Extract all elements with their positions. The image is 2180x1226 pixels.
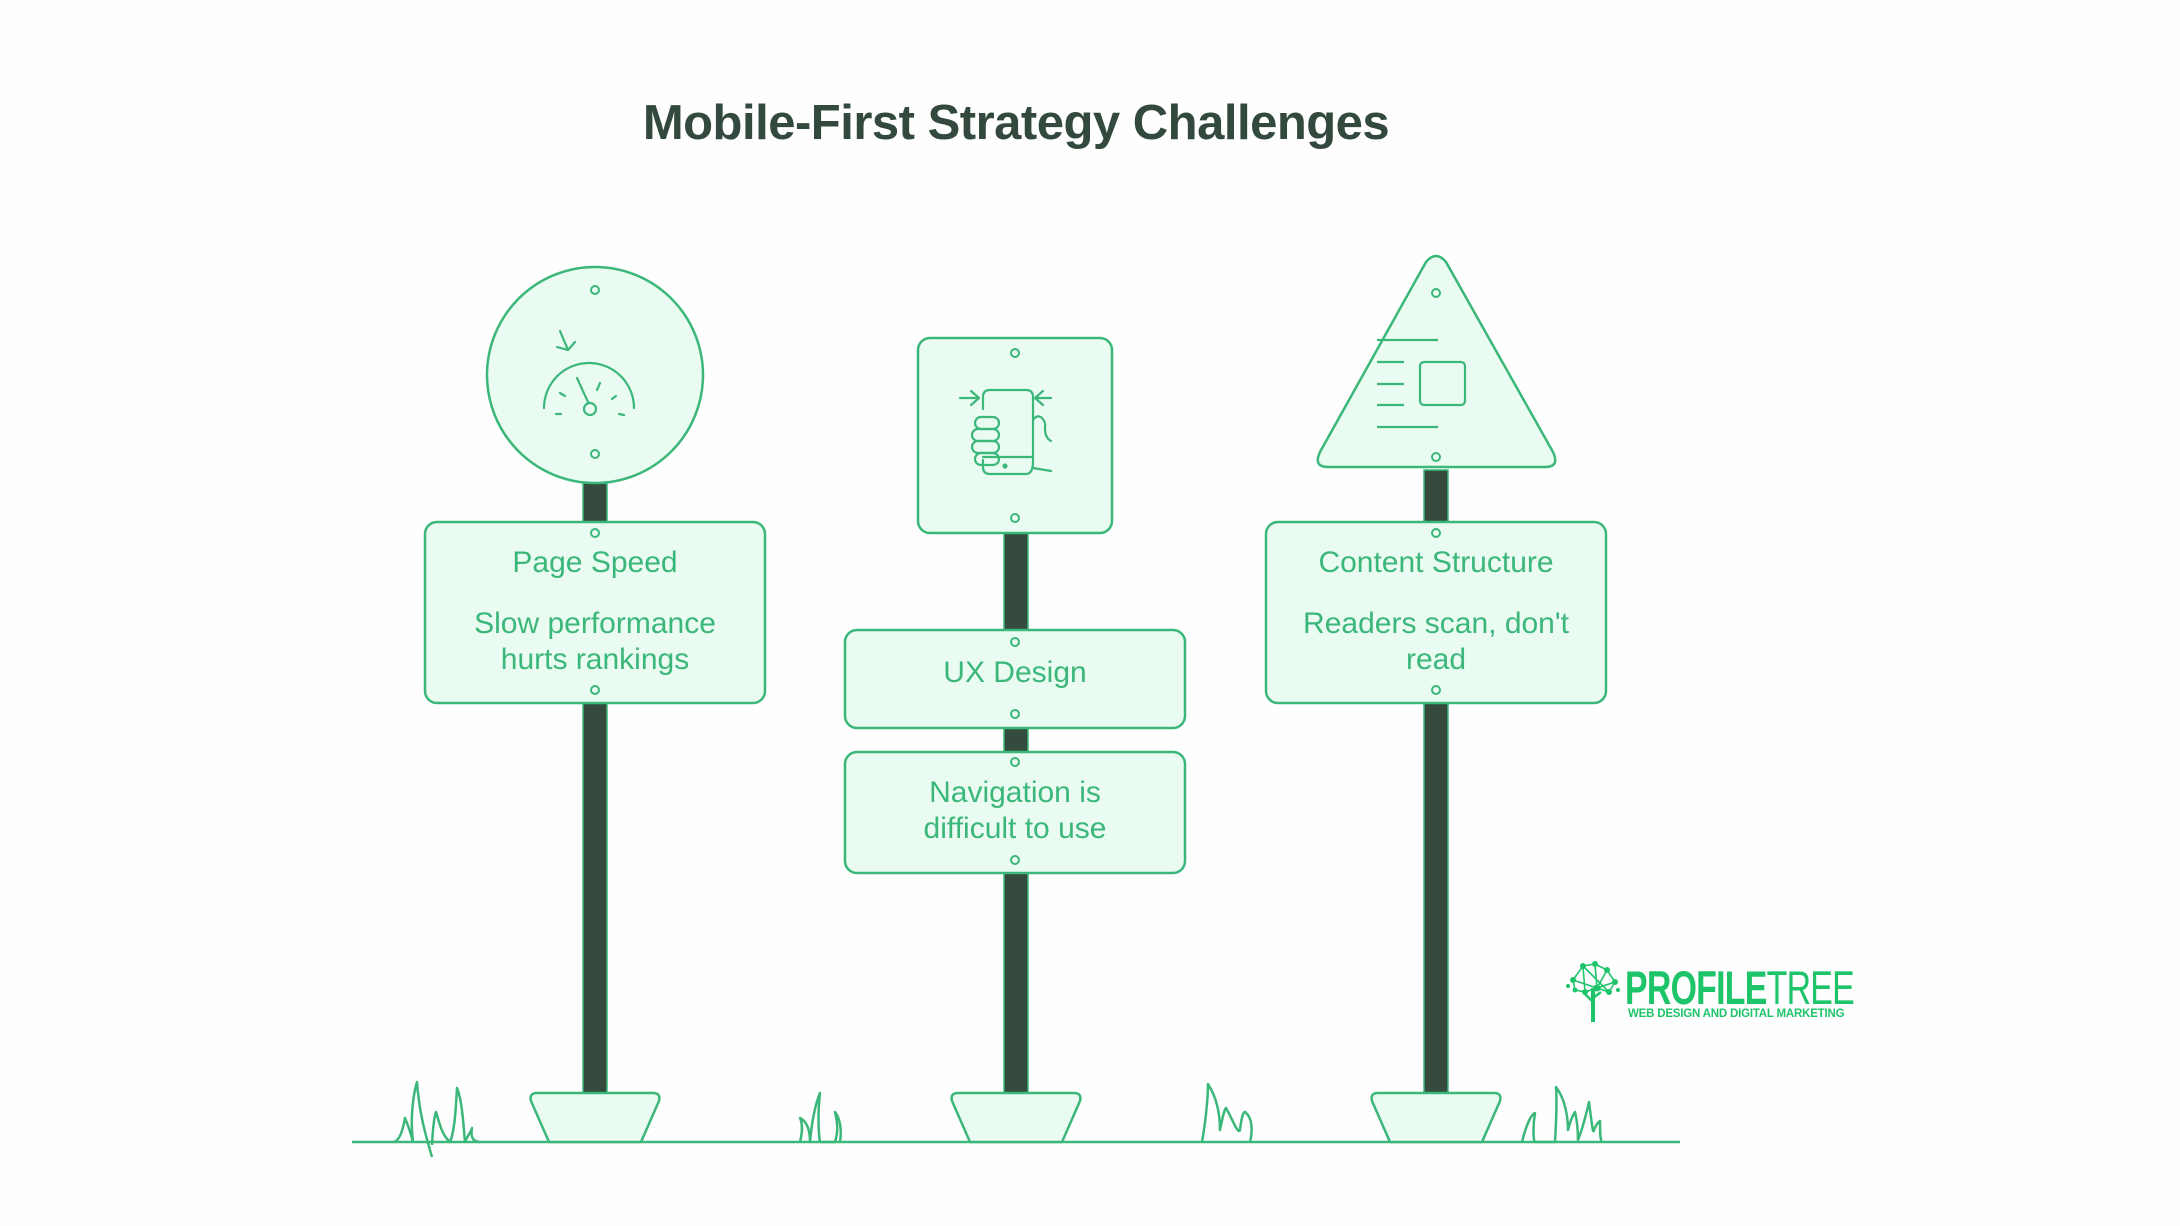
sign-bolt <box>590 449 600 459</box>
logo-word-bold: PROFILE <box>1625 961 1767 1014</box>
signpost-ux-design <box>843 336 1187 1144</box>
logo-tagline: WEB DESIGN AND DIGITAL MARKETING <box>1628 1008 1845 1020</box>
info-panel <box>843 750 1187 875</box>
page-title: Mobile-First Strategy Challenges <box>642 96 1390 150</box>
panel-page-speed-line2: hurts rankings <box>500 643 690 676</box>
document-layout-icon <box>1377 338 1467 429</box>
sign-bolt <box>1431 685 1441 695</box>
circle-sign <box>485 265 705 485</box>
sign-bolt <box>1010 709 1020 719</box>
sign-bolt <box>1010 637 1020 647</box>
profiletree-logo: PROFILETREE WEB DESIGN AND DIGITAL MARKE… <box>1565 960 1855 1030</box>
pole-base <box>1370 1091 1502 1144</box>
panel-content-structure-heading: Content Structure <box>1318 546 1554 579</box>
panel-navigation-line2: difficult to use <box>923 812 1107 845</box>
info-panel <box>423 520 767 705</box>
grass-tuft-2 <box>798 1091 843 1144</box>
sign-bolt <box>1431 288 1441 298</box>
sign-bolt <box>590 285 600 295</box>
sign-bolt <box>1431 528 1441 538</box>
sign-bolt <box>1010 348 1020 358</box>
panel-content-structure-line1: Readers scan, don't <box>1303 607 1569 640</box>
sign-bolt <box>590 528 600 538</box>
pole-base <box>529 1091 661 1144</box>
tree-network-icon <box>1566 961 1620 1022</box>
speedometer-icon <box>542 329 636 417</box>
panel-content-structure-line2: read <box>1405 643 1467 676</box>
sign-bolt <box>1010 757 1020 767</box>
signpost-content-structure <box>1264 254 1608 1144</box>
sign-bolt <box>1431 452 1441 462</box>
info-panel <box>1264 520 1608 705</box>
panel-navigation-line1: Navigation is <box>929 776 1101 809</box>
pole-base <box>950 1091 1082 1144</box>
hand-holding-phone-icon <box>958 388 1053 476</box>
panel-page-speed-line1: Slow performance <box>474 607 716 640</box>
sign-bolt <box>590 685 600 695</box>
info-panel <box>843 628 1187 730</box>
grass-tuft-3 <box>1200 1082 1253 1143</box>
logo-wordmark: PROFILETREE <box>1625 960 1855 1015</box>
signpost-page-speed <box>423 265 767 1144</box>
sign-bolt <box>1010 513 1020 523</box>
panel-ux-design-heading: UX Design <box>943 656 1087 689</box>
square-sign <box>916 336 1114 535</box>
grass-tuft-1 <box>392 1080 481 1158</box>
logo-word-thin: TREE <box>1766 961 1855 1014</box>
panel-page-speed-heading: Page Speed <box>512 546 678 579</box>
sign-bolt <box>1010 855 1020 865</box>
grass-tuft-4 <box>1520 1085 1604 1144</box>
